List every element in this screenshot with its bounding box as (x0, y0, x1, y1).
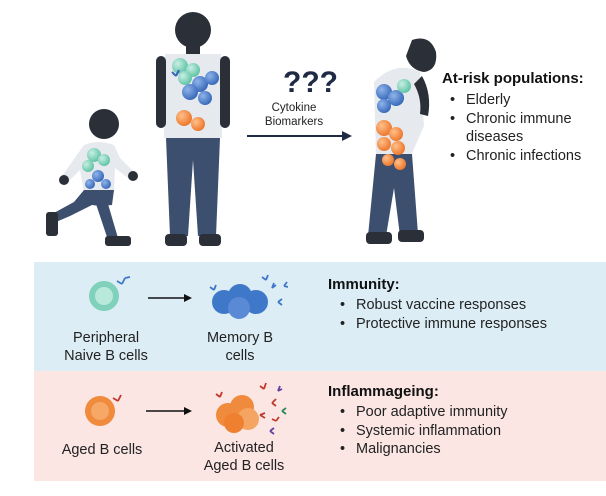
arrow-label-cytokine: Cytokine (272, 102, 317, 114)
immunity-cell-diagram (89, 274, 289, 319)
inflammaging-cell-diagram (85, 382, 287, 435)
child-figure (46, 109, 138, 246)
immunity-heading: Immunity: (328, 276, 400, 293)
inflammaging-item-systemic: Systemic inflammation (340, 422, 600, 441)
inflammaging-list: Poor adaptive immunity Systemic inflamma… (340, 403, 600, 459)
inflammaging-heading: Inflammageing: (328, 383, 439, 400)
inflammaging-item-adaptive: Poor adaptive immunity (340, 403, 600, 422)
child-immune-cells (82, 148, 111, 189)
aged-to-activated-arrow (146, 407, 192, 415)
progression-arrow (247, 131, 352, 141)
immunity-item-protective: Protective immune responses (340, 315, 600, 334)
arrow-label-biomarkers: Biomarkers (265, 116, 323, 128)
memory-b-cells-label: Memory B cells (206, 330, 274, 364)
question-marks: ??? (283, 66, 338, 99)
at-risk-item-chronic-infections: Chronic infections (450, 147, 600, 166)
age-progression-illustration: ??? Cytokine Biomarkers (46, 12, 437, 246)
immunity-list: Robust vaccine responses Protective immu… (340, 296, 600, 333)
at-risk-title: At-risk populations: (442, 70, 584, 87)
elderly-immune-cells (376, 79, 411, 170)
inflammaging-item-malignancies: Malignancies (340, 440, 600, 459)
elderly-figure (366, 38, 437, 244)
adult-immune-cells (171, 58, 219, 131)
aged-b-cells-label: Aged B cells (61, 442, 143, 458)
at-risk-item-elderly: Elderly (450, 91, 600, 110)
adult-figure (156, 12, 230, 246)
naive-b-cells-label: Peripheral Naive B cells (64, 330, 148, 364)
at-risk-list: Elderly Chronic immune diseases Chronic … (450, 91, 600, 165)
activated-aged-b-cells-label: Activated Aged B cells (203, 440, 285, 474)
immunity-item-vaccine: Robust vaccine responses (340, 296, 600, 315)
naive-to-memory-arrow (148, 294, 192, 302)
at-risk-item-chronic-immune: Chronic immune diseases (450, 110, 600, 147)
